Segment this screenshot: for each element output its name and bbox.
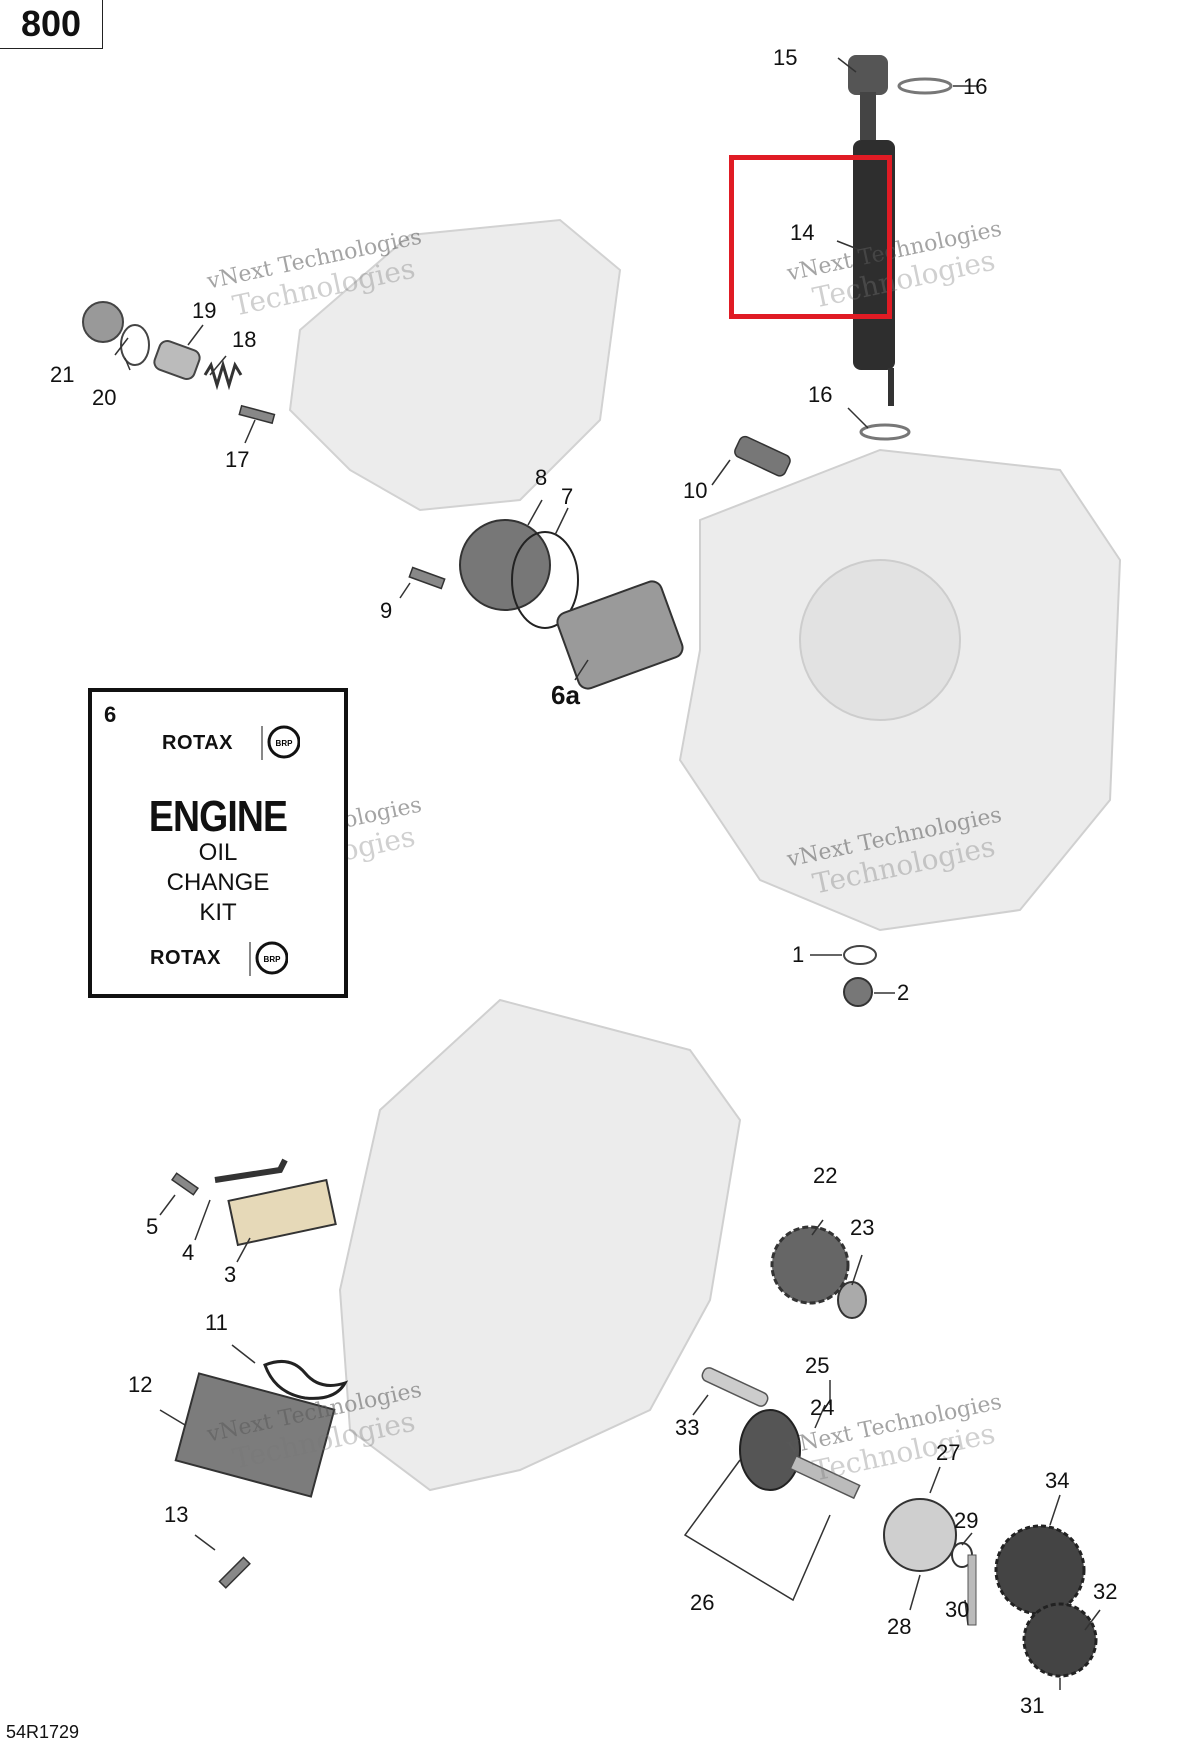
rotax-brand-bottom: ROTAX bbox=[150, 947, 222, 969]
crankcase-bore bbox=[799, 559, 961, 721]
callout-17: 17 bbox=[225, 447, 250, 472]
dipstick-tip-shape bbox=[888, 368, 894, 406]
pin-33-shape bbox=[701, 1367, 769, 1407]
callout-18: 18 bbox=[232, 327, 257, 352]
o-ring-20-shape bbox=[120, 324, 150, 366]
lower-crankcase-shape bbox=[338, 998, 742, 1492]
callout-6a: 6a bbox=[551, 680, 580, 710]
dipstick-stem-shape bbox=[860, 92, 876, 140]
screw-5-shape bbox=[171, 1172, 199, 1196]
callout-29: 29 bbox=[954, 1508, 979, 1533]
pin-30-shape bbox=[967, 1554, 977, 1626]
screen-3-shape bbox=[227, 1178, 337, 1247]
callout-33: 33 bbox=[675, 1415, 700, 1440]
o-ring-7-shape bbox=[511, 531, 579, 629]
gear-22-shape bbox=[770, 1225, 850, 1305]
oil-change-kit-box: 6 ROTAX BRP ENGINE OIL CHANGE KIT ROTAX … bbox=[88, 688, 348, 998]
callout-34: 34 bbox=[1045, 1468, 1070, 1493]
callout-23: 23 bbox=[850, 1215, 875, 1240]
callout-2: 2 bbox=[897, 980, 910, 1005]
brp-logo-text: BRP bbox=[264, 955, 282, 964]
callout-9: 9 bbox=[380, 598, 393, 623]
gear-34-shape bbox=[994, 1524, 1086, 1616]
callout-22: 22 bbox=[813, 1163, 838, 1188]
valve-19-shape bbox=[153, 339, 201, 381]
kit-line-2: CHANGE bbox=[166, 869, 270, 896]
callout-12: 12 bbox=[128, 1372, 153, 1397]
plug-21-shape bbox=[82, 301, 124, 343]
pump-cover-27-shape bbox=[883, 1498, 957, 1572]
brp-logo-icon: BRP bbox=[249, 941, 288, 976]
callout-20: 20 bbox=[92, 385, 117, 410]
leader-lines bbox=[114, 57, 1101, 1690]
callout-15: 15 bbox=[773, 45, 798, 70]
rotax-brand-top: ROTAX bbox=[162, 732, 234, 754]
figure-reference: 54R1729 bbox=[6, 1722, 80, 1742]
retainer-4-shape bbox=[214, 1158, 288, 1183]
callout-32: 32 bbox=[1093, 1579, 1118, 1604]
gear-31-shape bbox=[1022, 1602, 1098, 1678]
pump-rotor-26-shape bbox=[739, 1409, 801, 1491]
spring-18-shape bbox=[203, 359, 243, 391]
drain-plug-2-shape bbox=[843, 977, 873, 1007]
oil-filter-6a-shape bbox=[556, 580, 684, 690]
bearing-23-shape bbox=[837, 1281, 867, 1319]
callout-26: 26 bbox=[690, 1590, 715, 1615]
o-ring-16a-shape bbox=[897, 77, 953, 95]
diagram-code-badge: 800 bbox=[0, 0, 103, 49]
screw-17-shape bbox=[238, 404, 276, 425]
callout-28: 28 bbox=[887, 1614, 912, 1639]
callout-1: 1 bbox=[792, 942, 805, 967]
callout-16-bottom: 16 bbox=[808, 382, 833, 407]
dipstick-cap-shape bbox=[848, 55, 888, 95]
callout-30: 30 bbox=[945, 1597, 970, 1622]
selected-part-highlight bbox=[729, 155, 892, 319]
kit-title: ENGINE bbox=[148, 792, 288, 841]
callout-31: 31 bbox=[1020, 1693, 1045, 1718]
callout-5: 5 bbox=[146, 1214, 159, 1239]
callout-16-top: 16 bbox=[963, 74, 988, 99]
callout-21: 21 bbox=[50, 362, 75, 387]
kit-line-1: OIL bbox=[198, 839, 238, 866]
gasket-11-shape bbox=[263, 1359, 349, 1400]
callout-7: 7 bbox=[561, 484, 574, 509]
callout-10: 10 bbox=[683, 478, 708, 503]
fitting-10-shape bbox=[734, 435, 791, 477]
brp-logo-icon: BRP bbox=[261, 725, 300, 760]
callout-14: 14 bbox=[790, 220, 815, 245]
callout-25: 25 bbox=[805, 1353, 830, 1378]
callout-8: 8 bbox=[535, 465, 548, 490]
callout-11: 11 bbox=[205, 1310, 228, 1335]
crankcase-cover-shape bbox=[288, 218, 622, 512]
shaft-24-shape bbox=[789, 1454, 861, 1500]
o-ring-16b-shape bbox=[859, 423, 911, 441]
screw-9-shape bbox=[408, 566, 446, 590]
kit-line-3: KIT bbox=[199, 899, 237, 926]
callout-19: 19 bbox=[192, 298, 217, 323]
callout-24: 24 bbox=[810, 1395, 835, 1420]
oil-cooler-12-shape bbox=[174, 1372, 336, 1498]
callout-3: 3 bbox=[224, 1262, 237, 1287]
filter-cover-8-shape bbox=[459, 519, 551, 611]
callout-27: 27 bbox=[936, 1440, 961, 1465]
callout-4: 4 bbox=[182, 1240, 195, 1265]
gasket-1-shape bbox=[843, 945, 877, 965]
callout-13: 13 bbox=[164, 1502, 189, 1527]
brp-logo-text: BRP bbox=[276, 739, 294, 748]
dipstick-tube-shape bbox=[853, 140, 895, 370]
screw-13-shape bbox=[218, 1556, 251, 1589]
kit-part-number: 6 bbox=[104, 702, 117, 727]
